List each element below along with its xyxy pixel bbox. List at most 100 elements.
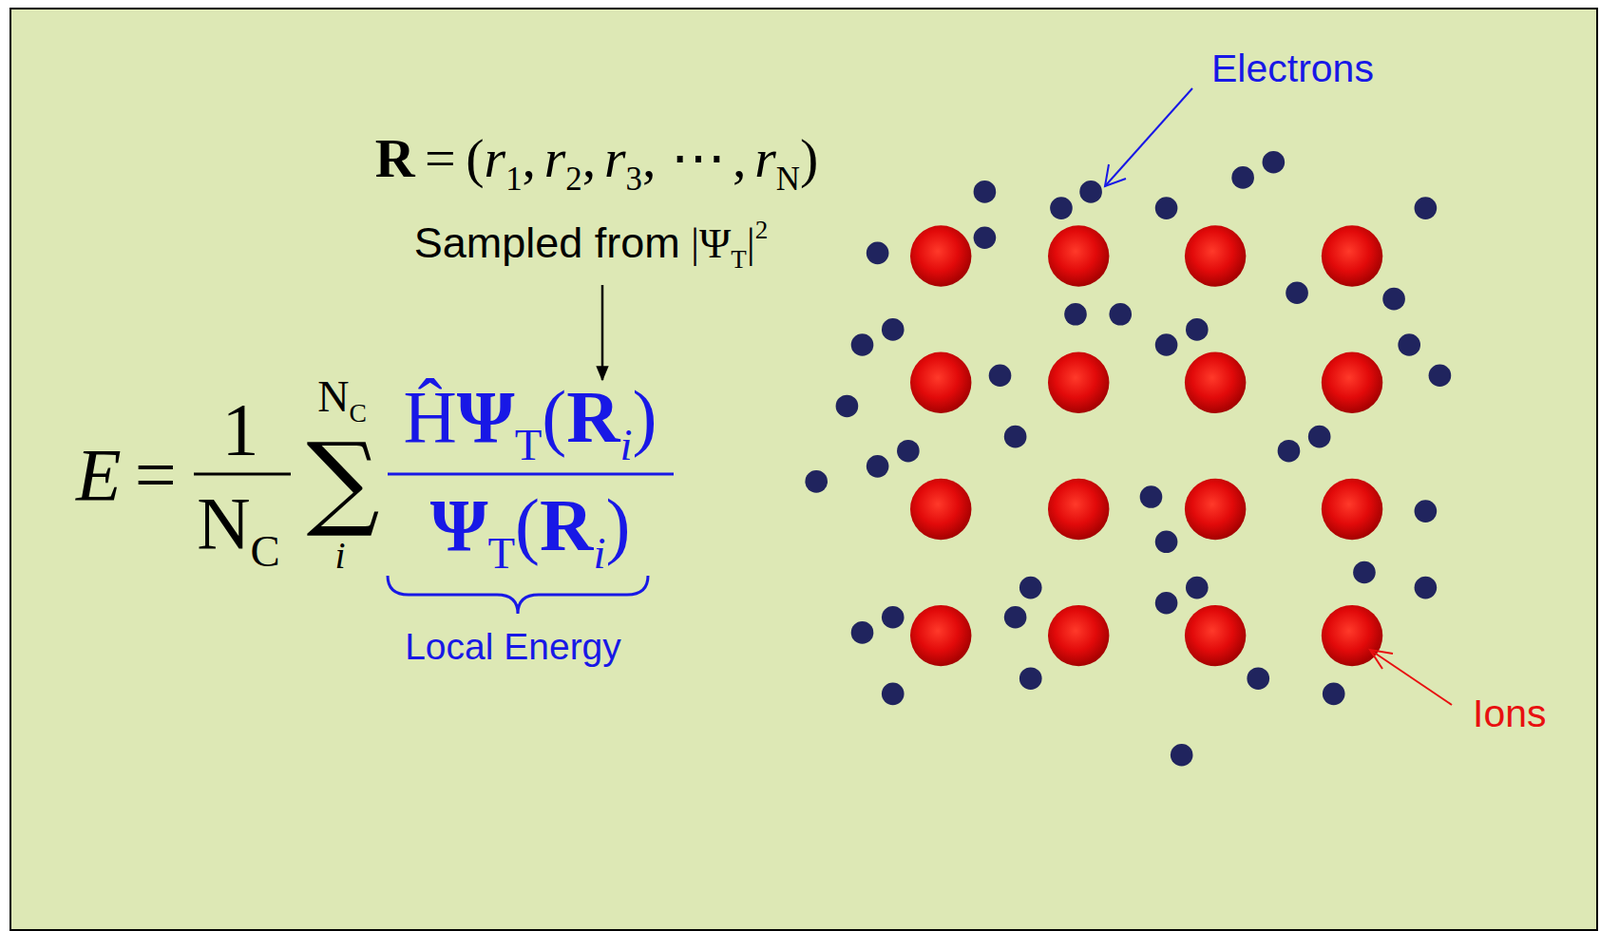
sampling-arrow [601,285,605,381]
electron [1414,499,1438,523]
electron [1155,530,1179,553]
electron [973,226,997,249]
text-group: 1 [222,392,260,467]
electron [1428,363,1452,387]
fraction-bar [387,473,674,477]
electron [1155,333,1179,357]
equation-symbol: ) [632,375,658,458]
equation-symbol: ) [605,483,630,567]
equation-symbol: E [76,433,122,516]
text-group: ∑ [305,429,380,534]
equation-symbol: , [522,127,537,190]
text-label: Ions [1472,691,1547,736]
equation-symbol: ( [541,375,567,458]
equation-symbol: r [754,127,777,190]
electron [1064,303,1087,326]
electron [1397,333,1421,357]
equation-symbol: Ψ [699,219,731,267]
equation-symbol: Ψ [457,375,515,458]
ion [910,225,972,286]
electron [1285,281,1309,305]
ion [1321,478,1383,540]
electron [896,439,920,463]
ion [1321,352,1383,414]
electron [804,470,828,494]
electron [866,242,890,266]
electron [836,395,859,419]
equation-symbol: | [690,219,700,267]
equation-symbol: i [592,528,606,578]
equation-symbol: 1 [222,387,260,471]
text-label: Electrons [1211,46,1374,91]
electron [1079,180,1103,204]
electron [1322,683,1346,706]
equation-symbol: , [642,127,657,190]
equation-symbol: ( [465,127,484,190]
equation-symbol: T [487,528,515,578]
text-label: Sampled from [414,218,681,267]
text-group: Electrons [1211,49,1374,89]
ion [910,605,972,667]
text-group: i [334,536,345,575]
equation-symbol: 2 [565,160,582,198]
equation-symbol: ∑ [305,420,380,540]
electron [851,333,875,357]
electron [1414,576,1438,600]
equation-symbol: R [566,375,620,458]
ion [1047,352,1109,414]
text-group: Sampled from|ΨT|2 [414,217,769,273]
electron [1185,318,1209,342]
ion [1184,605,1246,667]
electron [1155,591,1179,615]
electron [1277,439,1301,463]
equation-symbol: , [732,127,747,190]
equation-symbol: ( [514,483,540,567]
electron [1352,561,1376,585]
brace [387,575,648,614]
text-group: E= [76,438,191,513]
electron [1382,287,1406,311]
leader-arrowhead [1104,164,1126,187]
text-group: Local Energy [404,628,622,666]
electron [1140,485,1163,509]
electron [1049,196,1073,220]
equation-symbol: N [196,481,250,565]
ion [910,478,972,540]
equation-symbol: r [604,127,627,190]
leader-arrow [1370,649,1452,705]
electron [881,683,905,706]
leader-arrow [1104,88,1193,187]
equation-symbol: , [582,127,597,190]
text-group: Ions [1472,694,1547,734]
electron [881,318,905,342]
text-group: ΨT(Ri) [430,488,631,576]
text-group: NC [196,486,281,574]
electron [1262,151,1286,174]
equation-symbol: T [730,245,747,274]
equation-symbol: R [375,127,416,190]
ion [1047,605,1109,667]
equation-symbol: 1 [505,160,522,198]
text-group: NC [317,375,367,427]
equation-symbol: 2 [755,215,769,245]
electron [1170,743,1194,767]
electron [1155,196,1179,220]
electron [1185,576,1209,600]
equation-symbol: ) [800,127,819,190]
equation-symbol: N [776,160,800,198]
electron [851,621,875,645]
text-group: ĤΨT(Ri) [402,380,657,468]
ion [1321,225,1383,286]
equation-symbol: i [334,533,345,577]
ion [1321,605,1383,667]
text-label: Local Energy [404,626,622,667]
ion [1184,352,1246,414]
electron [866,455,890,478]
electron [1019,666,1043,690]
equation-symbol: N [317,372,349,421]
leader-arrowhead [1370,649,1393,669]
equation-symbol: Ĥ [402,375,457,458]
electron [1308,425,1332,449]
electron [1019,576,1043,600]
ion [910,352,972,414]
